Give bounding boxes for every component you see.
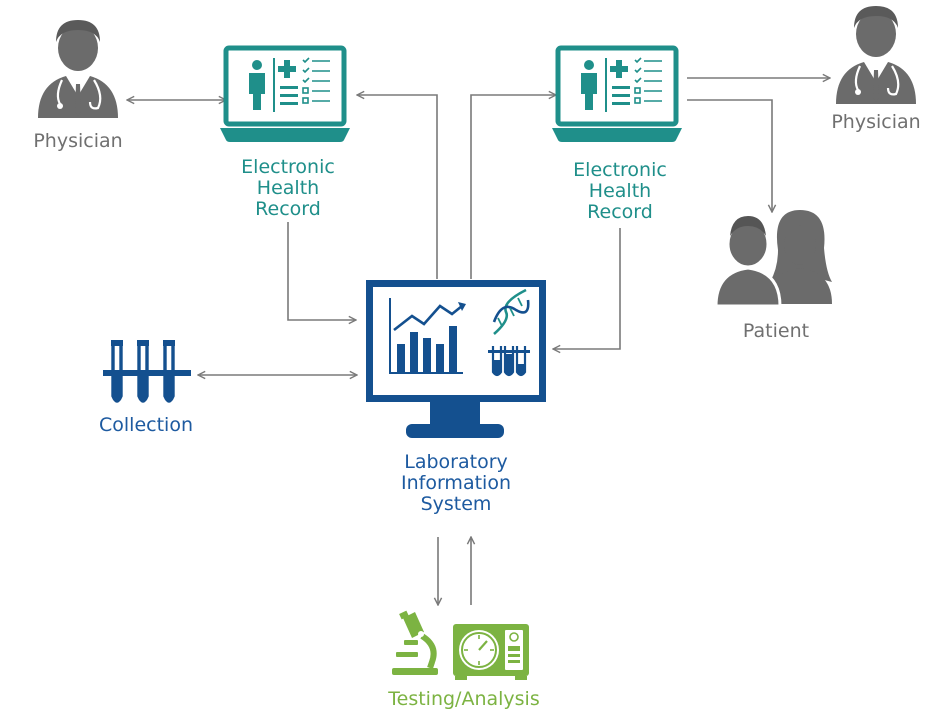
patient-couple-icon	[714, 210, 832, 308]
ehr-label-line: Electronic	[573, 159, 667, 181]
ehr-label-line: Health	[256, 177, 320, 199]
lis-label-line: Laboratory	[404, 451, 508, 473]
test-tubes-icon	[103, 340, 191, 403]
arrow-lis-to-ehr-left	[357, 95, 438, 279]
physician-label-right: Physician	[831, 111, 921, 133]
ehr-label-line: Record	[587, 201, 653, 223]
arrow-ehr-right-to-patient	[687, 99, 772, 212]
lis-label: Laboratory Information System	[370, 452, 542, 515]
physician-icon	[836, 6, 916, 104]
laptop-ehr-icon	[220, 45, 350, 142]
ehr-label-line: Health	[588, 180, 652, 202]
ehr-label-left: Electronic Health Record	[210, 157, 366, 220]
connectors	[127, 78, 830, 605]
physician-icon	[38, 20, 118, 118]
patient-label: Patient	[742, 320, 810, 342]
ehr-label-line: Record	[255, 198, 321, 220]
testing-label: Testing/Analysis	[388, 688, 540, 710]
physician-label-left: Physician	[33, 130, 123, 152]
arrow-ehr-left-to-lis	[287, 222, 356, 320]
arrow-ehr-right-to-lis	[553, 228, 621, 349]
microscope-analyzer-icon	[392, 610, 529, 680]
monitor-chart-dna-icon	[366, 280, 546, 438]
lis-label-line: System	[420, 493, 492, 515]
arrow-lis-to-ehr-right	[470, 95, 556, 279]
ehr-label-right: Electronic Health Record	[542, 160, 698, 223]
lis-label-line: Information	[401, 472, 511, 494]
ehr-label-line: Electronic	[241, 156, 335, 178]
collection-label: Collection	[99, 414, 193, 436]
laptop-ehr-icon	[552, 45, 682, 142]
